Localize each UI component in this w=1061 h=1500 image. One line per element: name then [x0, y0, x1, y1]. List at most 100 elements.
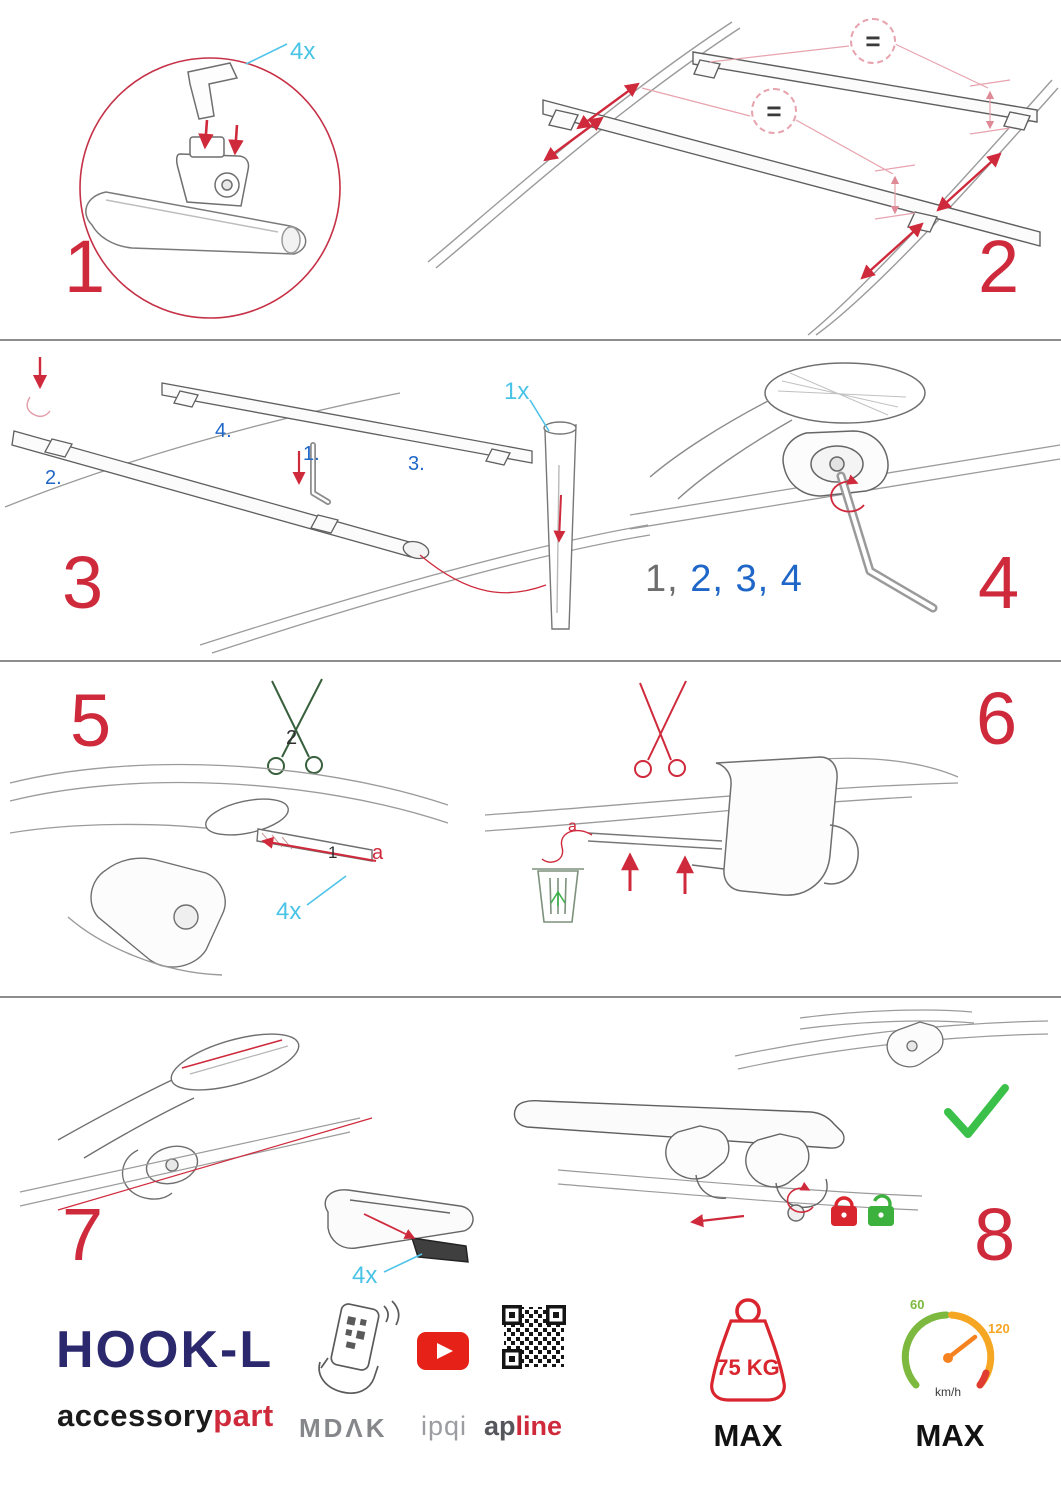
youtube-icon: [417, 1332, 469, 1370]
step-6-illustration: [484, 680, 959, 923]
roof-rail: [484, 757, 959, 832]
speed-max-value-label: 120: [988, 1321, 1010, 1336]
allen-key-icon: [836, 471, 938, 613]
crossbar-profile: [85, 191, 307, 255]
checkmark-icon: [944, 1084, 1009, 1138]
speed-unit-label: km/h: [935, 1385, 961, 1399]
weight-limit-icon: 75 KG: [710, 1298, 786, 1402]
insert-cap-arrow: [363, 1213, 416, 1239]
tube-arrow: [553, 494, 566, 543]
product-logo: HOOK-L: [56, 1321, 274, 1379]
step-3-number: 3: [62, 541, 104, 624]
section-divider: [0, 996, 1061, 998]
magnifier-circle: [79, 57, 341, 319]
front-crossbar: [11, 430, 430, 560]
step-5-qty-label: 4x: [276, 898, 302, 925]
step-4-illustration: [629, 362, 1061, 613]
clamps: [665, 1125, 828, 1222]
end-cap-part: [324, 1189, 474, 1263]
bar-open-end: [57, 1033, 300, 1159]
step-2-illustration: [427, 21, 1059, 336]
step-5-illustration: [9, 678, 449, 976]
rear-crossbar: [161, 382, 533, 466]
step-1-number: 1: [64, 225, 106, 308]
step-7-qty-label: 4x: [352, 1262, 378, 1289]
step-5-insert-label: 1: [328, 843, 338, 862]
roof-curves: [9, 763, 449, 834]
step-4-number: 4: [978, 541, 1020, 624]
step-6-measure-label: a: [568, 818, 577, 835]
apline-suffix: line: [515, 1411, 563, 1441]
clamp-body: [175, 136, 250, 207]
hook-clamp: [691, 756, 859, 896]
excess-strip: [587, 832, 723, 850]
roof-outline: [4, 392, 651, 654]
speed-max-label: MAX: [915, 1418, 985, 1453]
push-up-arrows: [621, 852, 694, 894]
measure-arrow: [261, 836, 377, 862]
qr-code-icon: [502, 1305, 566, 1369]
lock-closed-icon: [831, 1196, 857, 1226]
brand-suffix: part: [213, 1398, 274, 1433]
step-5-cut-label: 2: [286, 727, 298, 749]
weight-limit-value: 75 KG: [716, 1355, 780, 1380]
slide-arrow: [690, 1214, 745, 1228]
lock-open-icon: [868, 1194, 894, 1226]
step-7-number: 7: [62, 1193, 104, 1276]
hook-clamp: [782, 430, 889, 497]
step-1-qty-label: 4x: [290, 38, 316, 65]
phone-scan-icon: [318, 1300, 400, 1394]
step-4-sequence: 1, 2, 3, 4: [645, 558, 803, 601]
step-7-illustration: [19, 1033, 474, 1273]
equal-distance-arrows: [543, 82, 1002, 280]
roof-rail: [19, 1117, 361, 1207]
clamp-foot: [67, 857, 226, 976]
brand-name: accessorypart: [57, 1398, 274, 1434]
step-8-number: 8: [974, 1193, 1016, 1276]
partner-apline: apline: [484, 1411, 562, 1442]
bar-end-opening: [764, 362, 926, 424]
bar-body: [649, 400, 793, 500]
step-2-number: 2: [978, 225, 1020, 308]
step-3-order-3: 3.: [408, 453, 425, 475]
allen-key-icon: [292, 442, 331, 505]
step-8-illustration: [513, 1009, 1049, 1228]
clamp-foot: [121, 1145, 199, 1200]
roof-rail: [557, 1169, 923, 1211]
speedometer-icon: 60 120 km/h: [901, 1297, 1010, 1399]
qty-leader-line: [383, 1253, 423, 1273]
step-3-order-1: 1.: [303, 443, 320, 465]
partner-mdak: MDΛK: [299, 1413, 388, 1443]
bar-opening-strip: [205, 798, 373, 862]
section-divider: [0, 660, 1061, 662]
brand-prefix: accessory: [57, 1398, 214, 1433]
qty-leader-line: [529, 399, 550, 432]
step-3-qty-label: 1x: [504, 378, 530, 405]
strip-to-tube-line: [419, 554, 547, 594]
qty-leader-line: [306, 875, 347, 906]
rotate-arrow-icon: [830, 474, 865, 513]
insert-arrows: [198, 119, 244, 156]
scissors-icon: [267, 678, 323, 775]
sequence-first: 1,: [645, 558, 679, 600]
partner-ipqi: ipqi: [421, 1411, 468, 1441]
cut-off-strip-curl: [541, 829, 593, 863]
dimension-lines: [641, 43, 1011, 220]
strip-inside: [189, 1045, 289, 1075]
apline-prefix: ap: [484, 1411, 516, 1441]
scissors-icon: [634, 680, 687, 778]
section-divider: [0, 339, 1061, 341]
weight-max-label: MAX: [713, 1418, 783, 1453]
step-5-measure-label: a: [372, 842, 384, 864]
speed-min-label: 60: [910, 1297, 924, 1312]
rear-crossbar: [692, 51, 1038, 131]
hook-bracket-part: [187, 62, 239, 120]
step-3-illustration: [4, 357, 651, 654]
equal-sign-badge-mid: =: [751, 88, 797, 134]
phone-qr-pixels: [345, 1316, 367, 1350]
step-3-order-4: 4.: [215, 420, 232, 442]
rotate-arrow-icon: [786, 1181, 814, 1213]
sequence-rest: 2, 3, 4: [690, 558, 803, 600]
alignment-red-line: [57, 1117, 373, 1211]
